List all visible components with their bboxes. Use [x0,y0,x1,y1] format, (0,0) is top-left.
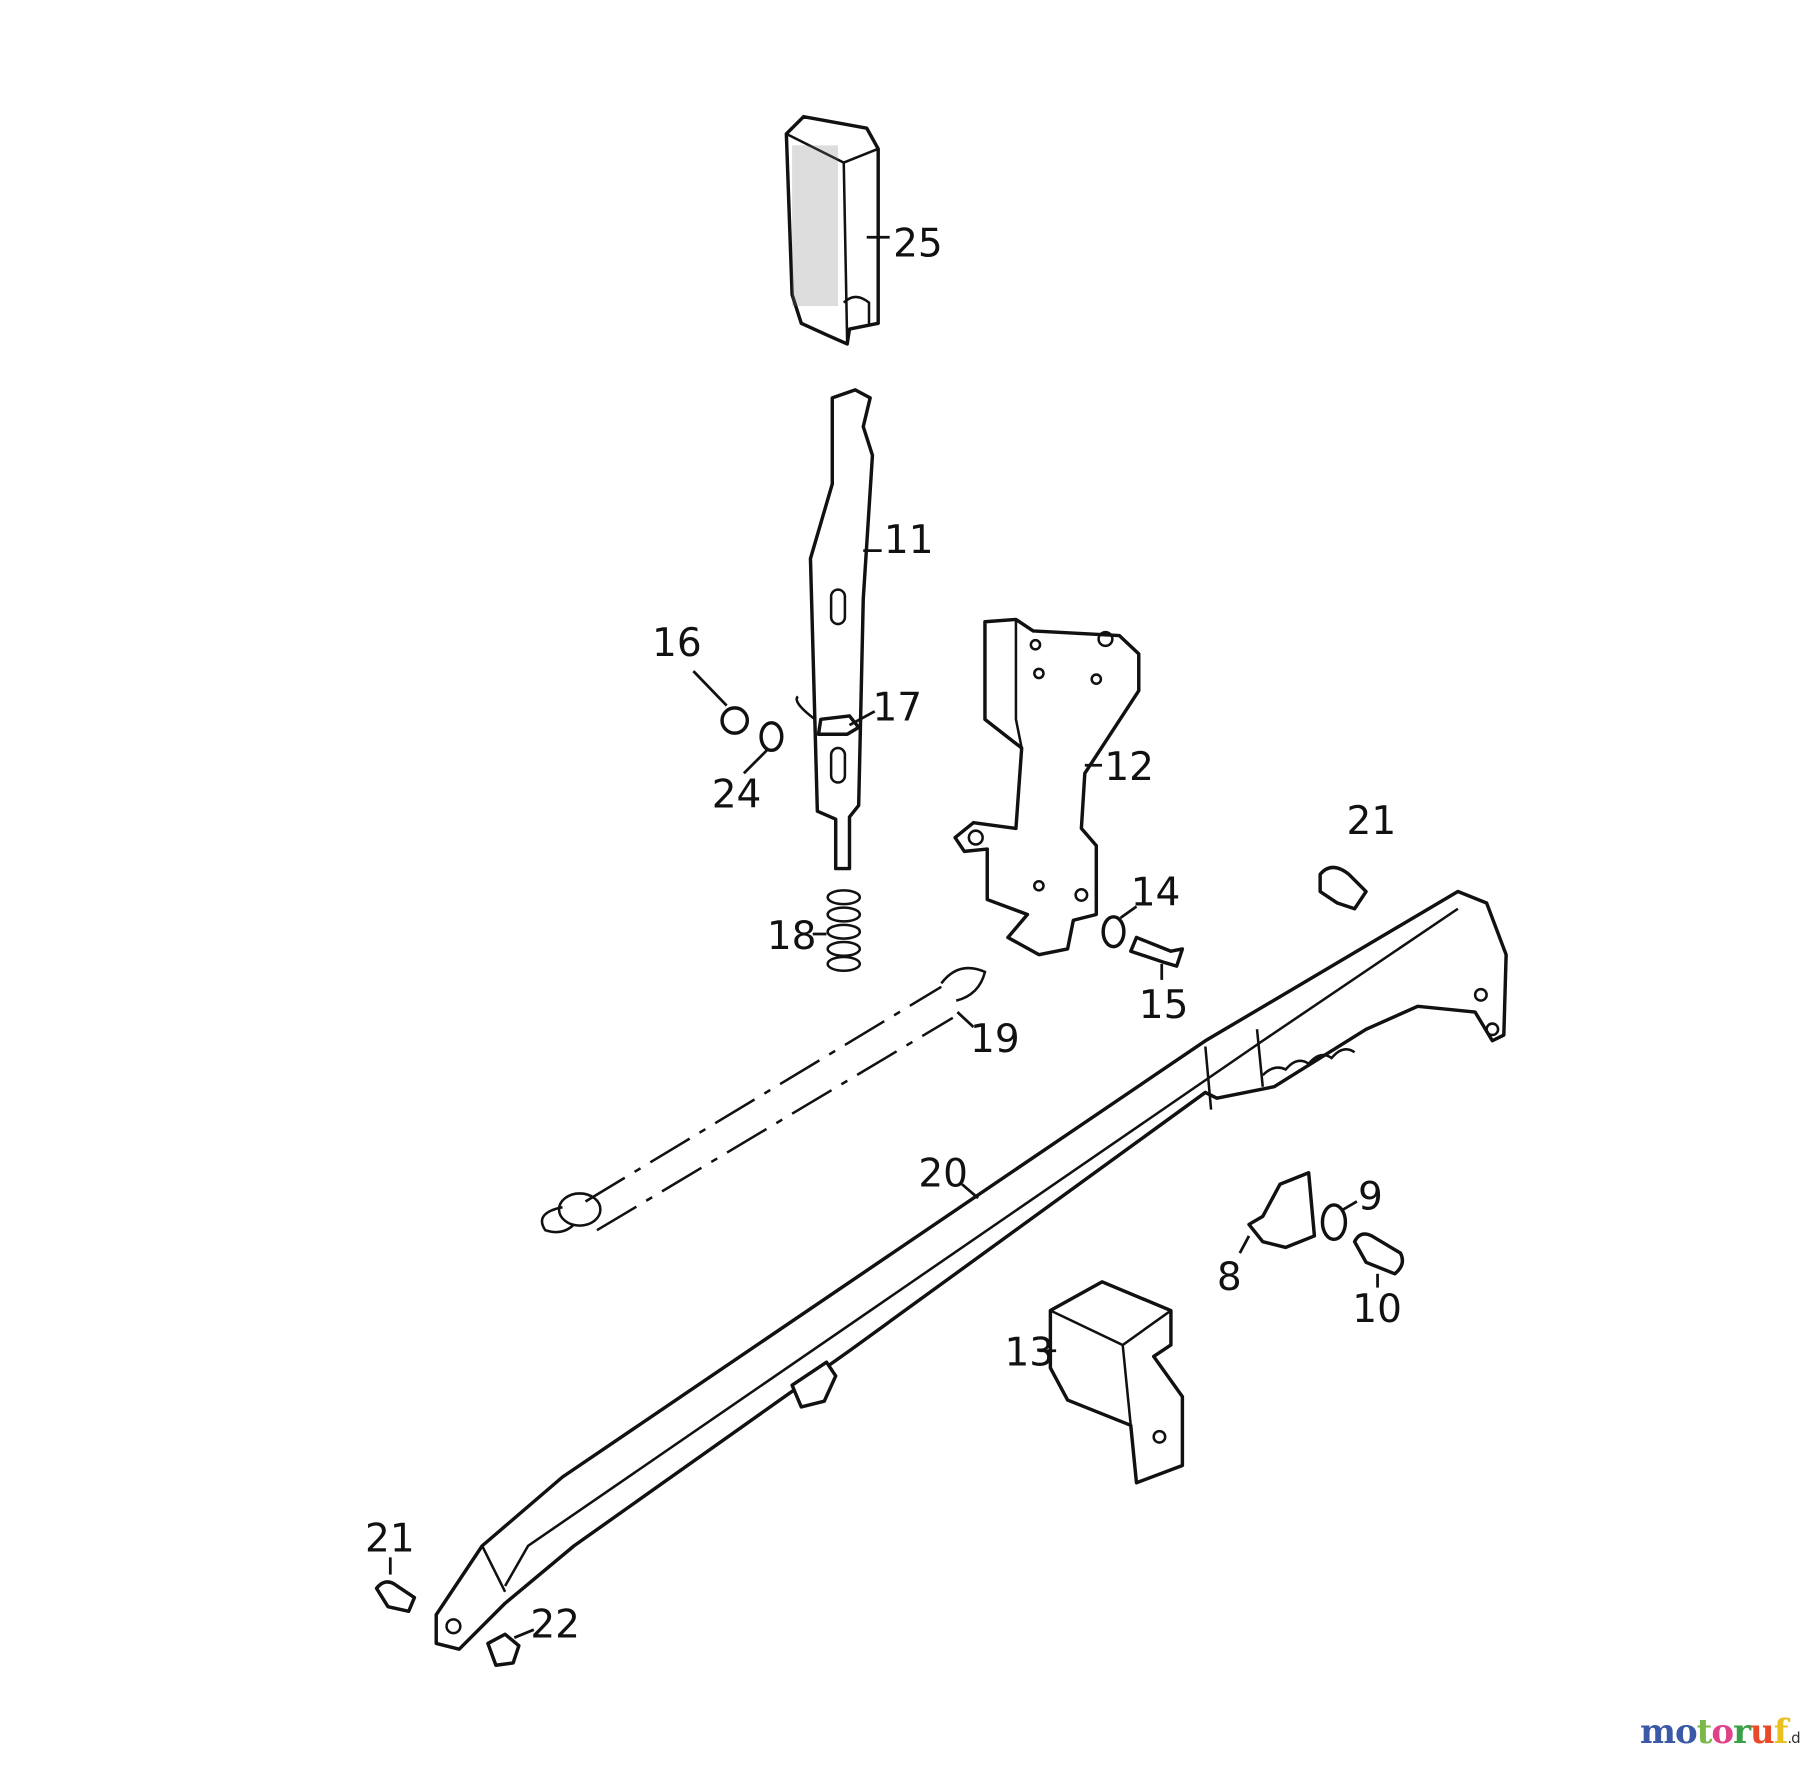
part-18-spring [826,889,862,973]
part-11-lever [795,388,875,871]
label-15: 15 [1139,983,1189,1028]
label-20: 20 [918,1152,968,1197]
label-14: 14 [1131,870,1181,915]
watermark-letter: r [1733,1712,1751,1752]
watermark-letter: o [1711,1712,1734,1752]
part-25-handle-grip [784,114,880,346]
label-8: 8 [1217,1255,1242,1300]
part-14-washer [1101,915,1126,949]
label-21-bottom: 21 [365,1517,415,1562]
part-13-bracket [1048,1280,1185,1485]
part-22-nut [486,1632,521,1667]
part-19-cable [540,966,987,1234]
label-16: 16 [652,621,702,666]
watermark-suffix: .de [1787,1729,1800,1747]
label-13: 13 [1004,1331,1054,1376]
label-10: 10 [1352,1287,1402,1332]
watermark-letter: t [1696,1712,1713,1752]
part-8-clip [1247,1171,1317,1250]
part-20-arm [434,889,1508,1651]
watermark-letter: o [1674,1712,1698,1752]
watermark-logo: motoruf.de [1640,1712,1800,1752]
label-22: 22 [530,1603,580,1648]
watermark-letter: f [1773,1712,1789,1752]
label-18: 18 [767,914,817,959]
watermark-letter: u [1750,1712,1775,1752]
part-21-screw-top [1318,865,1368,911]
part-12-bracket [953,617,1141,957]
label-12: 12 [1104,745,1154,790]
part-21-screw-bottom [374,1580,417,1614]
label-24: 24 [712,773,762,818]
part-10-bolt [1352,1232,1405,1276]
watermark-letter: m [1640,1712,1676,1752]
part-17-pin [816,714,861,736]
watermark-text: motoruf [1640,1712,1789,1752]
label-19: 19 [970,1017,1020,1062]
label-21-top: 21 [1347,799,1397,844]
label-17: 17 [872,685,922,730]
part-16-nut [720,706,750,735]
label-25: 25 [893,222,943,267]
part-15-bolt [1129,935,1185,968]
label-9: 9 [1358,1175,1383,1220]
part-9-washer [1320,1203,1348,1242]
part-24-washer [759,721,784,753]
label-11: 11 [884,518,934,563]
